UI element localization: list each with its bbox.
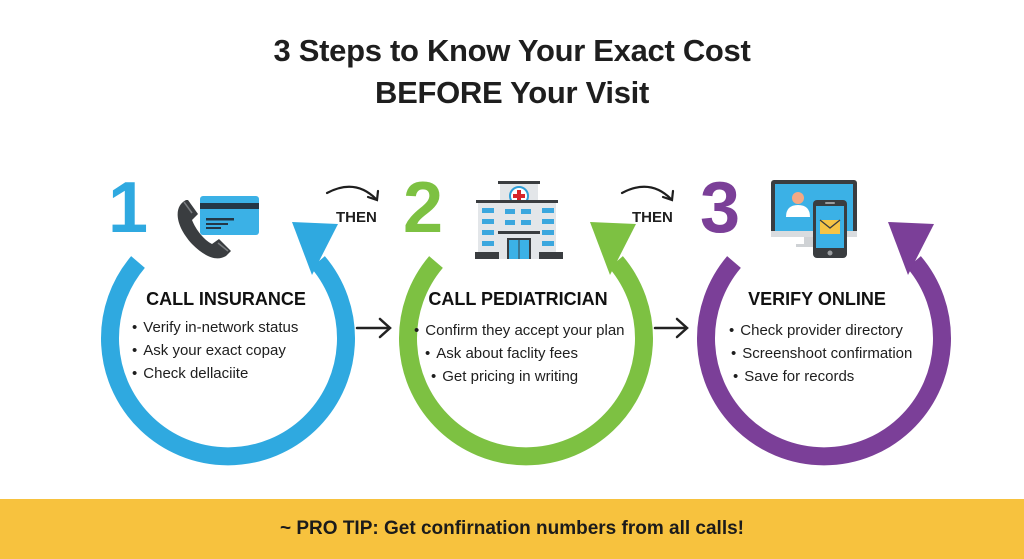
step-1-title: CALL INSURANCE — [146, 289, 306, 309]
title-line-2: BEFORE Your Visit — [375, 75, 649, 110]
step-1-number: 1 — [108, 168, 149, 248]
bullet-item: Save for records — [729, 365, 989, 388]
bullet-item: Check provider directory — [729, 319, 989, 342]
step-1-bullets: Verify in-network status Ask your exact … — [132, 316, 392, 385]
step-3-bullets: Check provider directory Screenshoot con… — [729, 319, 989, 388]
step-2-number: 2 — [403, 168, 444, 248]
step-3-title: VERIFY ONLINE — [748, 289, 886, 309]
then-label-2: THEN — [632, 209, 673, 226]
phone-and-card-icon — [177, 196, 259, 259]
curved-arrow-icon — [325, 185, 380, 202]
hospital-building-icon — [475, 181, 563, 259]
bullet-item: Confirm they accept your plan — [414, 319, 674, 342]
bullet-item: Ask about faclity fees — [414, 342, 674, 365]
pro-tip-banner: ~ PRO TIP: Get confirnation numbers from… — [0, 499, 1024, 559]
bullet-item: Ask your exact copay — [132, 339, 392, 362]
bullet-item: Verify in-network status — [132, 316, 392, 339]
bullet-item: Screenshoot confirmation — [729, 342, 989, 365]
page-title: 3 Steps to Know Your Exact Cost BEFORE Y… — [0, 30, 1024, 114]
title-line-1: 3 Steps to Know Your Exact Cost — [273, 33, 751, 68]
pro-tip-text: ~ PRO TIP: Get confirnation numbers from… — [280, 518, 744, 539]
monitor-and-phone-email-icon — [771, 180, 857, 258]
step-3-number: 3 — [700, 168, 741, 248]
then-label-1: THEN — [336, 209, 377, 226]
bullet-item: Get pricing in writing — [414, 365, 674, 388]
bullet-item: Check dellaciite — [132, 362, 392, 385]
step-2-bullets: Confirm they accept your plan Ask about … — [414, 319, 674, 388]
curved-arrow-icon — [620, 185, 675, 202]
step-2-title: CALL PEDIATRICIAN — [428, 289, 608, 309]
